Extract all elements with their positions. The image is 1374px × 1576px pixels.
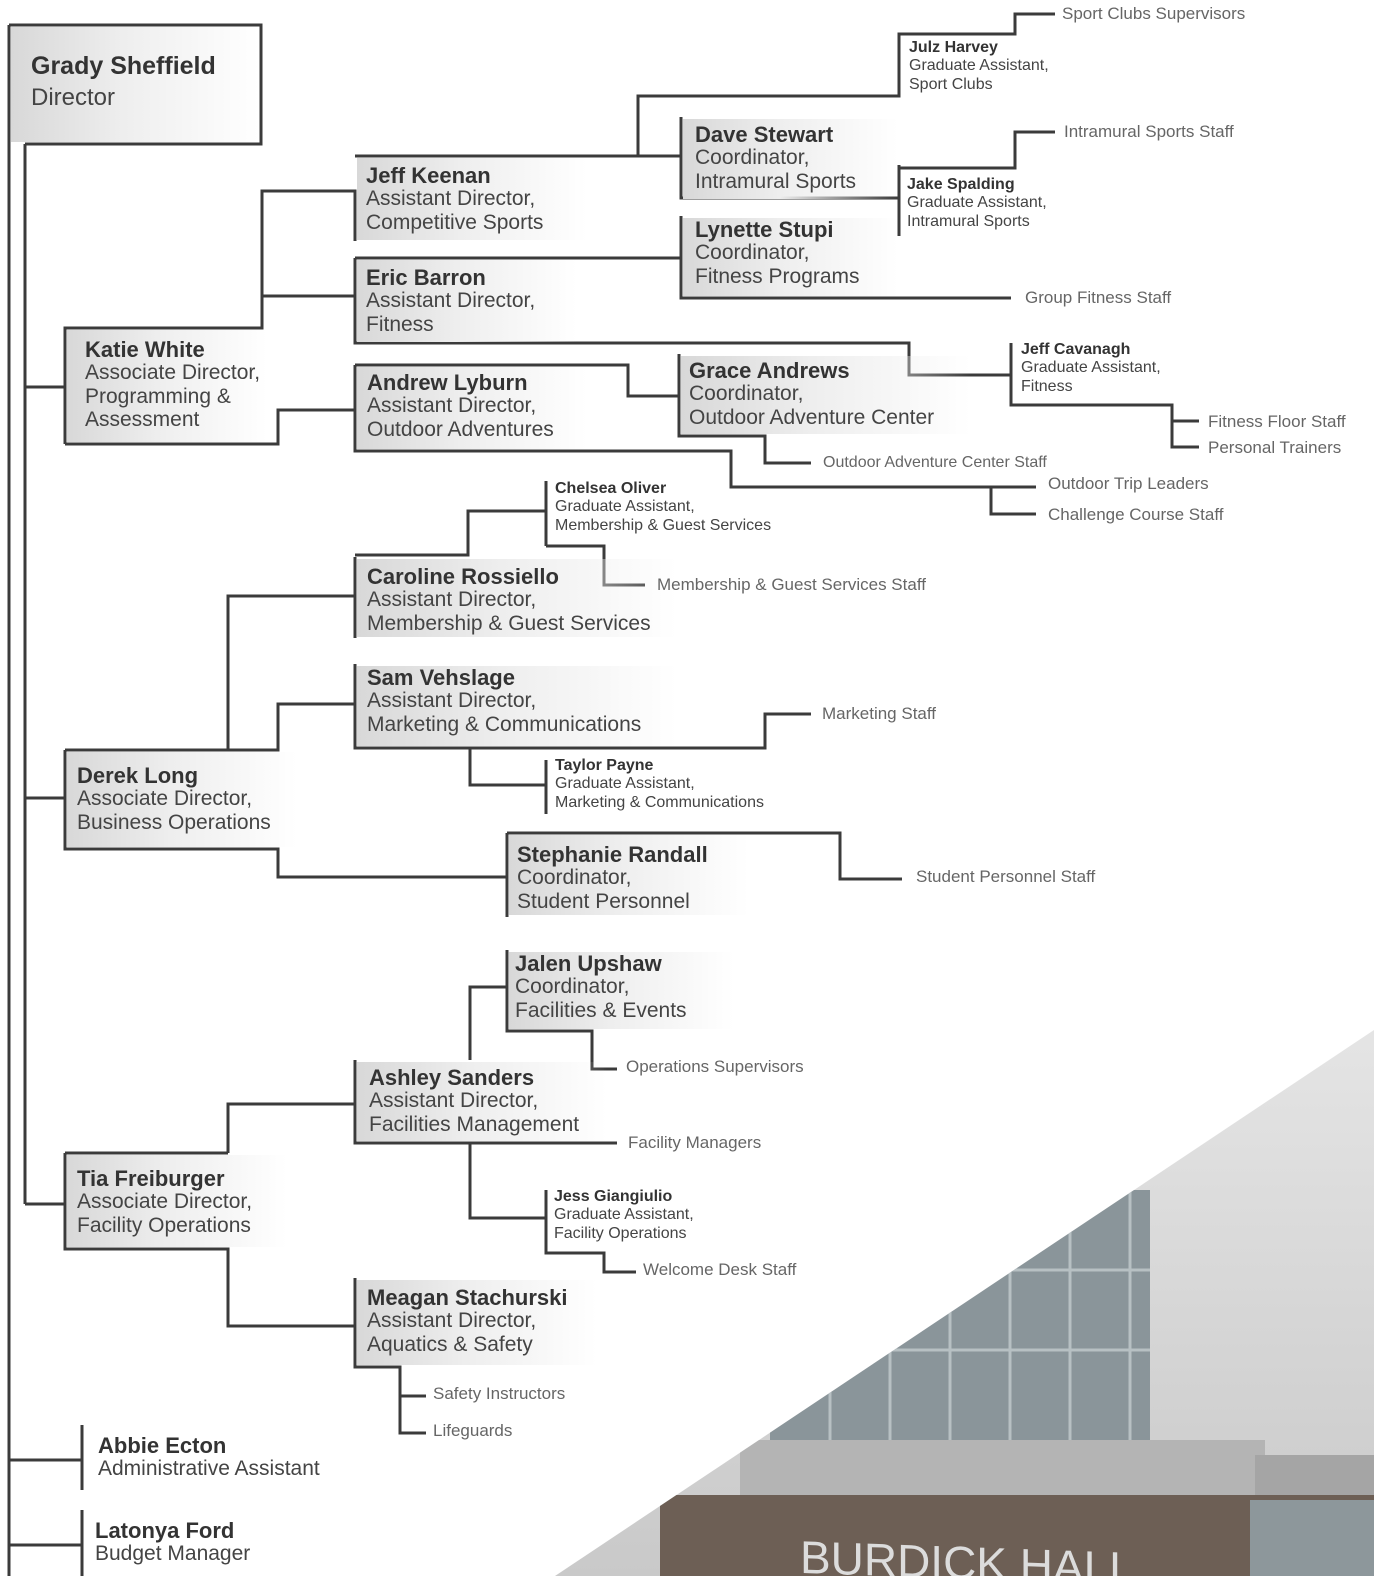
jess-node: Jess Giangiulio Graduate Assistant, Faci… xyxy=(554,1188,694,1244)
director-node: Grady Sheffield Director xyxy=(11,27,259,142)
latonya-title: Budget Manager xyxy=(95,1542,251,1566)
katie-title: Associate Director, Programming & Assess… xyxy=(85,361,261,432)
jeff-cavanagh-node: Jeff Cavanagh Graduate Assistant, Fitnes… xyxy=(1021,341,1161,397)
ashley-name: Ashley Sanders xyxy=(369,1065,535,1090)
derek-name: Derek Long xyxy=(77,763,199,788)
abbie-title: Administrative Assistant xyxy=(98,1457,320,1481)
grace-name: Grace Andrews xyxy=(689,358,850,383)
staff-fitness-floor: Fitness Floor Staff xyxy=(1208,412,1346,431)
jalen-node: Jalen Upshaw Coordinator, Facilities & E… xyxy=(509,952,734,1029)
abbie-node: Abbie Ecton Administrative Assistant xyxy=(98,1434,320,1481)
stephanie-name: Stephanie Randall xyxy=(517,842,708,867)
julz-node: Julz Harvey Graduate Assistant, Sport Cl… xyxy=(909,39,1049,95)
stephanie-node: Stephanie Randall Coordinator, Student P… xyxy=(509,835,749,915)
taylor-node: Taylor Payne Graduate Assistant, Marketi… xyxy=(555,757,764,813)
staff-challenge: Challenge Course Staff xyxy=(1048,505,1224,524)
tia-title: Associate Director, Facility Operations xyxy=(77,1190,253,1237)
derek-node: Derek Long Associate Director, Business … xyxy=(67,752,297,847)
staff-intramural: Intramural Sports Staff xyxy=(1064,122,1234,141)
staff-oac: Outdoor Adventure Center Staff xyxy=(823,454,1047,471)
caroline-title: Assistant Director, Membership & Guest S… xyxy=(367,588,651,635)
julz-title: Graduate Assistant, Sport Clubs xyxy=(909,56,1049,93)
julz-name: Julz Harvey xyxy=(909,39,998,56)
katie-name: Katie White xyxy=(85,337,205,362)
jake-node: Jake Spalding Graduate Assistant, Intram… xyxy=(907,176,1047,232)
lynette-title: Coordinator, Fitness Programs xyxy=(695,241,860,288)
chelsea-title: Graduate Assistant, Membership & Guest S… xyxy=(555,497,772,534)
taylor-name: Taylor Payne xyxy=(555,757,654,774)
meagan-title: Assistant Director, Aquatics & Safety xyxy=(367,1309,537,1356)
jeff-cavanagh-title: Graduate Assistant, Fitness xyxy=(1021,358,1161,395)
jeff-keenan-node: Jeff Keenan Assistant Director, Competit… xyxy=(357,158,587,240)
jess-title: Graduate Assistant, Facility Operations xyxy=(554,1205,694,1242)
jeff-cavanagh-name: Jeff Cavanagh xyxy=(1021,341,1131,358)
andrew-node: Andrew Lyburn Assistant Director, Outdoo… xyxy=(357,367,587,449)
jeff-keenan-name: Jeff Keenan xyxy=(366,163,491,188)
latonya-name: Latonya Ford xyxy=(95,1518,235,1543)
lynette-node: Lynette Stupi Coordinator, Fitness Progr… xyxy=(683,218,898,296)
katie-node: Katie White Associate Director, Programm… xyxy=(67,330,267,442)
lynette-name: Lynette Stupi xyxy=(695,217,834,242)
jalen-name: Jalen Upshaw xyxy=(515,951,662,976)
dave-title: Coordinator, Intramural Sports xyxy=(695,146,857,193)
taylor-title: Graduate Assistant, Marketing & Communic… xyxy=(555,774,764,811)
staff-personal-trainers: Personal Trainers xyxy=(1208,438,1342,457)
eric-name: Eric Barron xyxy=(366,265,486,290)
staff-student-personnel: Student Personnel Staff xyxy=(916,867,1096,886)
staff-safety-instructors: Safety Instructors xyxy=(433,1384,566,1403)
ashley-node: Ashley Sanders Assistant Director, Facil… xyxy=(357,1062,607,1141)
sam-node: Sam Vehslage Assistant Director, Marketi… xyxy=(357,666,677,746)
sam-title: Assistant Director, Marketing & Communic… xyxy=(367,689,642,736)
staff-lifeguards: Lifeguards xyxy=(433,1421,513,1440)
meagan-node: Meagan Stachurski Assistant Director, Aq… xyxy=(357,1280,597,1365)
staff-trip-leaders: Outdoor Trip Leaders xyxy=(1048,474,1209,493)
caroline-node: Caroline Rossiello Assistant Director, M… xyxy=(357,559,677,637)
staff-sport-clubs: Sport Clubs Supervisors xyxy=(1062,4,1246,23)
staff-welcome-desk: Welcome Desk Staff xyxy=(643,1260,797,1279)
tia-name: Tia Freiburger xyxy=(77,1166,225,1191)
abbie-name: Abbie Ecton xyxy=(98,1433,227,1458)
latonya-node: Latonya Ford Budget Manager xyxy=(95,1519,250,1566)
stephanie-title: Coordinator, Student Personnel xyxy=(517,866,690,913)
grace-title: Coordinator, Outdoor Adventure Center xyxy=(689,382,935,429)
chelsea-name: Chelsea Oliver xyxy=(555,480,667,497)
eric-node: Eric Barron Assistant Director, Fitness xyxy=(357,260,577,342)
jake-title: Graduate Assistant, Intramural Sports xyxy=(907,193,1047,230)
jalen-title: Coordinator, Facilities & Events xyxy=(515,975,687,1022)
jess-name: Jess Giangiulio xyxy=(554,1188,673,1205)
jake-name: Jake Spalding xyxy=(907,176,1015,193)
grace-node: Grace Andrews Coordinator, Outdoor Adven… xyxy=(681,356,971,434)
staff-group-fitness: Group Fitness Staff xyxy=(1025,288,1172,307)
andrew-title: Assistant Director, Outdoor Adventures xyxy=(367,394,554,441)
staff-marketing: Marketing Staff xyxy=(822,704,937,723)
caroline-name: Caroline Rossiello xyxy=(367,564,559,589)
jeff-keenan-title: Assistant Director, Competitive Sports xyxy=(366,187,544,234)
andrew-name: Andrew Lyburn xyxy=(367,370,528,395)
staff-membership: Membership & Guest Services Staff xyxy=(657,575,926,594)
chelsea-node: Chelsea Oliver Graduate Assistant, Membe… xyxy=(555,480,772,536)
sam-name: Sam Vehslage xyxy=(367,665,515,690)
staff-facility-managers: Facility Managers xyxy=(628,1133,762,1152)
derek-title: Associate Director, Business Operations xyxy=(77,787,271,834)
dave-node: Dave Stewart Coordinator, Intramural Spo… xyxy=(683,119,898,199)
dave-name: Dave Stewart xyxy=(695,122,834,147)
director-name: Grady Sheffield xyxy=(31,52,216,80)
meagan-name: Meagan Stachurski xyxy=(367,1285,568,1310)
director-title: Director xyxy=(31,84,116,111)
staff-ops-supervisors: Operations Supervisors xyxy=(626,1057,804,1076)
eric-title: Assistant Director, Fitness xyxy=(366,289,536,336)
tia-node: Tia Freiburger Associate Director, Facil… xyxy=(67,1155,287,1247)
ashley-title: Assistant Director, Facilities Managemen… xyxy=(369,1089,580,1136)
